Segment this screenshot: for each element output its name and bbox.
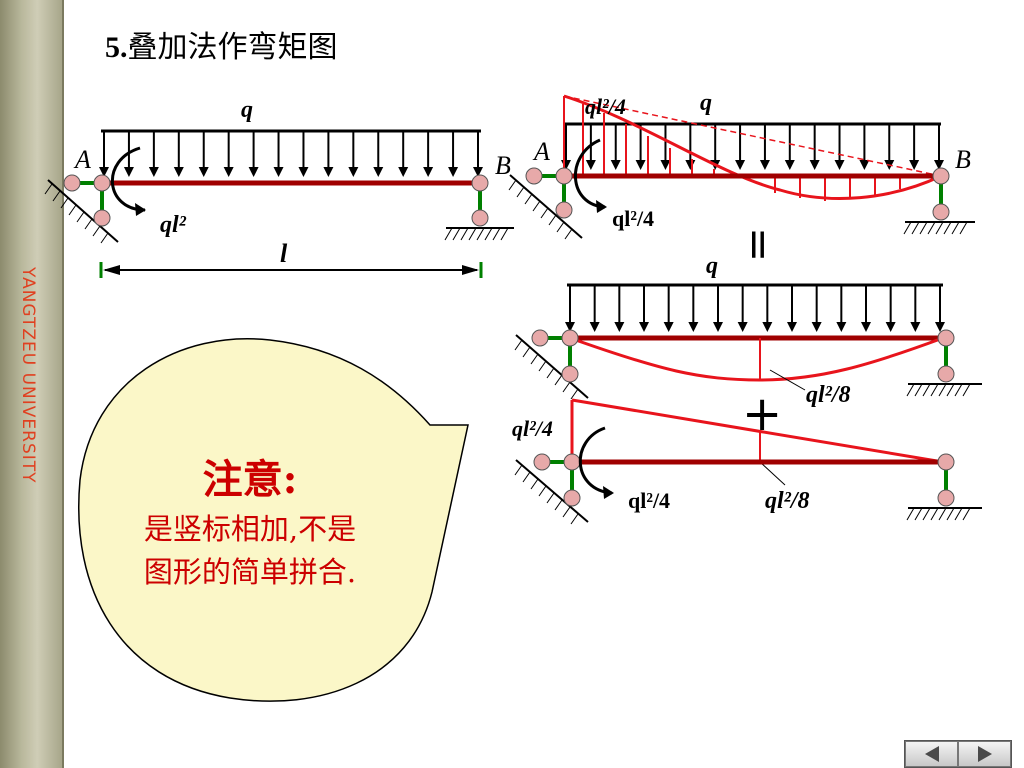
load-arrowhead (713, 322, 723, 332)
load-arrowhead (373, 167, 384, 177)
next-slide-button[interactable] (958, 741, 1011, 767)
load-arrowhead (861, 322, 871, 332)
load-arrowhead (614, 322, 625, 332)
load-arrowhead (589, 322, 600, 332)
note-line-2: 图形的简单拼合. (143, 555, 357, 589)
left-support-b-label: B (495, 151, 511, 180)
load-arrowhead (198, 167, 209, 177)
load-arrowhead (348, 167, 359, 177)
note-title: 注意: (202, 456, 298, 503)
left-span-label: l (280, 239, 288, 268)
load-arrowhead (735, 160, 746, 170)
load-arrowhead (935, 322, 945, 332)
load-arrowhead (223, 167, 234, 177)
sidebar-decoration (0, 0, 62, 768)
note-text: 注意: 是竖标相加,不是 图形的简单拼合. (70, 452, 430, 594)
br-moment-label-left: ql²/4 (512, 416, 553, 441)
left-beam-figure (44, 129, 514, 278)
left-support-a-label: A (73, 145, 91, 174)
load-arrowhead (909, 160, 920, 170)
load-arrowhead (834, 160, 845, 170)
slide-title-text: 叠加法作弯矩图 (127, 30, 338, 65)
left-load-label: q (241, 97, 253, 123)
tr-support-a-label: A (532, 137, 550, 166)
load-arrowhead (398, 167, 409, 177)
br-moment-label-bottom: ql²/4 (628, 488, 670, 513)
load-arrowhead (610, 160, 621, 170)
tr-load-label: q (700, 90, 712, 116)
load-arrowhead (762, 322, 773, 332)
load-arrowhead (448, 167, 459, 177)
left-moment-label: ql² (160, 212, 187, 238)
left-distributed-load-arrows (99, 131, 483, 177)
load-arrowhead (688, 322, 699, 332)
load-arrowhead (565, 322, 575, 332)
sidebar-divider (62, 0, 64, 768)
load-arrowhead (784, 160, 795, 170)
load-arrowhead (173, 167, 184, 177)
university-vertical-text: YANGTZEU UNIVERSITY (18, 266, 38, 484)
mr-load-label: q (706, 253, 718, 279)
load-arrowhead (248, 167, 259, 177)
load-arrowhead (737, 322, 748, 332)
load-arrowhead (148, 167, 159, 177)
top-right-figure (508, 94, 975, 240)
equals-sign: = (735, 227, 784, 262)
mid-right-figure (514, 283, 982, 400)
load-arrowhead (787, 322, 797, 332)
load-arrowhead (99, 167, 109, 177)
previous-slide-button[interactable] (905, 741, 958, 767)
load-arrowhead (663, 322, 674, 332)
load-arrowhead (685, 160, 696, 170)
load-arrowhead (585, 160, 596, 170)
slide-title-number: 5. (105, 31, 128, 64)
load-arrowhead (473, 167, 483, 177)
load-arrowhead (836, 322, 847, 332)
tr-moment-label-top: ql²/4 (585, 94, 626, 119)
load-arrowhead (123, 167, 134, 177)
tr-support-b-label: B (955, 145, 971, 174)
load-arrowhead (639, 322, 649, 332)
load-arrowhead (809, 160, 820, 170)
load-arrowhead (910, 322, 921, 332)
load-arrowhead (811, 322, 822, 332)
load-arrowhead (759, 160, 770, 170)
load-arrowhead (859, 160, 870, 170)
load-arrowhead (934, 160, 944, 170)
load-arrowhead (885, 322, 896, 332)
tr-moment-label-bottom: ql²/4 (612, 206, 654, 231)
br-moment-label-mid: ql²/8 (765, 488, 810, 514)
load-arrowhead (635, 160, 646, 170)
load-arrowhead (273, 167, 284, 177)
mr-moment-label: ql²/8 (806, 382, 851, 408)
slide-title: 5.叠加法作弯矩图 (105, 22, 338, 66)
arrow-left-icon (924, 746, 939, 762)
load-arrowhead (298, 167, 309, 177)
slide-navigation (904, 740, 1012, 768)
arrow-right-icon (977, 746, 992, 762)
load-arrowhead (323, 167, 334, 177)
load-arrowhead (660, 160, 671, 170)
load-arrowhead (423, 167, 434, 177)
note-line-1: 是竖标相加,不是 (143, 512, 357, 546)
bottom-right-figure (514, 398, 982, 525)
note-bubble (78, 338, 469, 702)
